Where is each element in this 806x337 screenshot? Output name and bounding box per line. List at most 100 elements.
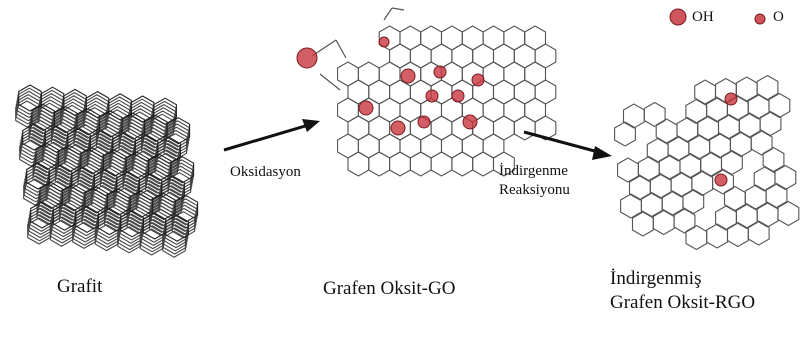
rgo-ring [706,223,729,249]
rgo-ring [622,103,645,129]
graphite-ring [172,204,197,232]
graphite-ring [31,103,56,132]
legend-oh-label: OH [692,9,714,25]
rgo-ring [631,211,654,237]
graphite-ring [61,187,85,215]
graphite-ring [47,170,72,199]
rgo-ring [685,98,708,125]
graphite-ring [38,188,62,216]
graphene-oxide-ring [430,151,453,177]
graphite-ring [128,104,153,133]
graphite-ring [75,205,99,234]
graphite-ring [143,118,168,146]
side-chain-bond [335,39,347,59]
graphite-ring [96,214,121,242]
graphite-ring [102,152,127,180]
graphite-ring [91,178,116,206]
carboxyl-bond [383,7,393,21]
rgo-ring [646,137,669,164]
rgo-ring [729,131,752,158]
graphite-ring [124,154,149,183]
graphite-ring [39,92,64,121]
graphite-ring [105,194,130,223]
graphite-ring [29,204,54,232]
graphite-ring [30,201,54,229]
graphite-ring [147,157,172,185]
graphite-ring [163,224,188,252]
graphite-ring [138,173,163,201]
graphite-ring [119,216,143,244]
graphite-ring [85,94,109,122]
functional-group [390,120,406,136]
graphene-oxide-ring [409,151,432,177]
graphite-ring [169,159,194,187]
graphite-ring [97,120,121,148]
graphite-ring [148,153,172,182]
graphite-ring [132,143,157,172]
graphite-ring [71,166,95,195]
graphite-ring [15,97,40,125]
graphite-ring [152,192,176,221]
graphite-ring [57,145,82,173]
graphite-ring [159,185,184,213]
graphite-ring [120,119,144,147]
graphite-ring [17,87,42,115]
graphite-ring [20,129,45,158]
graphite-ring [130,95,155,123]
graphite-ring [80,147,105,175]
rgo-ring [768,92,791,119]
graphite-ring [57,148,81,176]
graphite-ring [155,146,180,174]
graphite-ring [118,219,143,248]
graphite-ring [156,142,180,171]
rgo-ring [649,173,672,200]
graphite-ring [29,116,53,144]
reduction-label-line1: İndirgenme [499,163,568,179]
graphite-ring [89,129,114,158]
rgo-title-line2: Grafen Oksit-RGO [610,292,756,313]
graphene-oxide-ring [368,151,391,177]
graphite-ring [160,181,184,210]
graphite-ring [98,110,123,138]
graphite-ring [165,214,189,242]
graphite-ring [140,221,165,250]
graphite-ring [25,165,50,193]
graphite-ring [170,156,195,184]
graphite-ring [129,101,154,130]
reduction-label-line2: Reaksiyonu [499,182,570,198]
graphite-ring [166,117,191,145]
graphite-ring [137,179,162,208]
graphite-ring [30,107,55,135]
rgo-ring [643,101,666,128]
rgo-ring [735,203,758,230]
graphite-ring [160,178,185,207]
graphite-ring [125,151,150,179]
graphite-ring [119,213,144,241]
graphene-oxide-title: Grafen Oksit-GO [323,278,456,299]
graphite-ring [61,184,86,212]
graphite-ring [111,138,135,166]
graphite-ring [30,110,54,138]
rgo-ring [726,221,749,248]
graphite-ring [18,84,42,112]
graphite-ring [34,146,59,174]
graphite-ring [28,207,53,236]
graphite-ring [107,96,132,124]
graphite-ring [107,99,131,127]
functional-group [714,173,728,187]
graphite-ring [29,113,54,141]
graphite-ring [141,218,166,247]
graphite-ring [26,162,50,190]
graphite-ring [97,207,122,236]
graphite-ring [98,113,123,141]
functional-group [451,89,465,103]
rgo-title-line1: İndirgenmiş [610,268,702,289]
graphite-ring [48,164,73,192]
graphite-title: Grafit [57,276,103,297]
functional-group [296,47,318,69]
graphite-ring [106,188,131,216]
graphite-ring [73,215,98,243]
functional-group [433,65,447,79]
graphite-ring [42,135,67,163]
